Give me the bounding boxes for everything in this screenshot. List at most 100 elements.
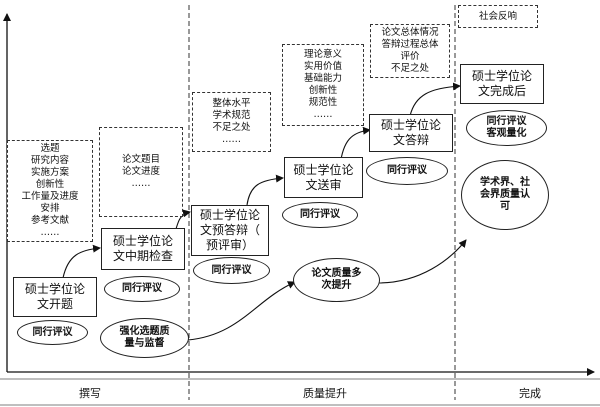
text-line: 次提升 [321,280,352,291]
text-lines: 学术界、社会界质量认可 [480,177,530,213]
text-line: 基础能力 [303,73,342,84]
arrow-defense-final [409,82,461,117]
text-lines: 硕士学位论文开题 [25,282,85,312]
ellipse-quality-improvement: 论文质量多次提升 [293,258,380,302]
text-line: 强化选题质 [119,326,170,337]
text-line: 硕士学位论 [112,234,173,248]
text-lines: 论文质量多次提升 [312,268,362,292]
text-line: 选题 [40,143,60,154]
text-line: 论文进度 [121,166,160,177]
text-line: 论文题目 [121,154,160,165]
text-line: 同行评议 [211,264,252,276]
text-line: 同行评议 [122,283,162,294]
text-line: 整体水平 [212,98,251,109]
text-line: 预评审） [205,238,254,252]
text-lines: 同行评议 [300,209,340,221]
text-line: 实施方案 [30,167,69,178]
arrow-predefense-review [246,174,284,206]
text-line: 参考文献 [30,215,69,226]
text-line: 论文总体情况 [381,27,439,38]
text-lines: 同行评议 [387,165,427,177]
ellipse-strengthen-supervision: 强化选题质量与监督 [100,318,189,358]
text-line: 可 [500,201,510,212]
text-lines: 硕士学位论文预答辩（预评审） [200,208,260,253]
text-line: 不足之处 [212,122,251,133]
arrow-supervise-improve [187,281,296,341]
arrow-proposal-midterm [62,244,101,279]
ellipse-peer-review-6: 同行评议客观量化 [466,110,547,146]
text-line: …… [221,134,241,145]
ellipse-peer-review-1: 同行评议 [17,320,88,345]
text-line: 不足之处 [390,63,429,74]
text-line: 文送审 [305,177,342,192]
text-line: 硕士学位论 [471,69,532,83]
text-lines: 社会反响 [479,11,517,23]
text-lines: 选题研究内容实施方案创新性工作量及进度安排参考文献…… [21,143,78,239]
text-line: 规范性 [308,97,338,108]
text-line: 文答辩 [392,133,429,147]
text-line: 硕士学位论 [293,162,354,177]
text-lines: 理论意义实用价值基础能力创新性规范性…… [304,49,342,121]
text-lines: 硕士学位论文送审 [293,163,353,193]
note-review: 理论意义实用价值基础能力创新性规范性…… [282,44,364,126]
text-line: 文预答辩（ [199,223,260,237]
ellipse-peer-review-5: 同行评议 [366,157,448,185]
text-line: 答辩过程总体 [381,39,439,50]
text-lines: 硕士学位论文答辩 [381,118,441,148]
text-lines: 整体水平学术规范不足之处…… [212,98,250,146]
ellipse-peer-review-2: 同行评议 [104,276,180,302]
node-proposal: 硕士学位论文开题 [13,277,97,317]
text-line: 文中期检查 [112,249,173,263]
text-line: 硕士学位论 [199,208,260,222]
text-line: 创新性 [308,85,338,96]
text-line: …… [313,109,333,120]
text-line: 同行评议 [32,326,73,338]
stage-label-quality: 质量提升 [303,387,347,400]
note-proposal: 选题研究内容实施方案创新性工作量及进度安排参考文献…… [7,140,93,242]
text-lines: 论文题目论文进度…… [122,154,160,190]
ellipse-academic-recognition: 学术界、社会界质量认可 [461,160,549,230]
text-line: 论文质量多 [311,268,362,279]
text-line: …… [40,227,60,238]
text-line: 工作量及进度 [21,191,79,202]
text-line: 创新性 [35,179,65,190]
node-final: 硕士学位论文完成后 [460,64,544,104]
text-line: 会界质量认 [480,189,530,200]
text-line: 学术规范 [212,110,251,121]
node-predefense: 硕士学位论文预答辩（预评审） [191,205,269,256]
note-midterm: 论文题目论文进度…… [99,127,183,217]
text-line: 硕士学位论 [380,118,441,132]
text-lines: 硕士学位论文中期检查 [113,234,173,264]
text-lines: 同行评议 [122,283,162,295]
text-line: 硕士学位论 [24,282,85,296]
text-lines: 同行评议 [212,265,252,277]
text-line: 文完成后 [477,84,526,98]
text-line: 理论意义 [303,49,342,60]
text-lines: 硕士学位论文完成后 [472,69,532,99]
arrow-improve-recognition [377,239,467,284]
ellipse-peer-review-3: 同行评议 [193,257,270,284]
node-defense: 硕士学位论文答辩 [369,114,453,152]
text-line: 量与监督 [124,338,165,349]
text-line: 实用价值 [303,61,342,72]
text-line: 评价 [400,51,420,62]
text-line: 同行评议 [387,165,427,176]
text-line: 文开题 [36,297,73,311]
text-line: 学术界、社 [480,177,530,188]
text-lines: 同行评议 [33,327,73,339]
text-line: 社会反响 [478,10,517,22]
text-line: …… [131,178,151,189]
text-lines: 强化选题质量与监督 [120,326,170,350]
text-line: 客观量化 [486,128,527,139]
text-lines: 同行评议客观量化 [487,116,527,140]
ellipse-peer-review-4: 同行评议 [282,202,358,228]
text-line: 研究内容 [30,155,69,166]
node-midterm: 硕士学位论文中期检查 [101,228,185,270]
text-line: 同行评议 [300,209,340,220]
text-lines: 论文总体情况答辩过程总体评价不足之处 [381,27,438,75]
node-review: 硕士学位论文送审 [284,157,363,198]
note-final: 社会反响 [458,5,538,28]
stage-label-writing: 撰写 [79,387,101,400]
